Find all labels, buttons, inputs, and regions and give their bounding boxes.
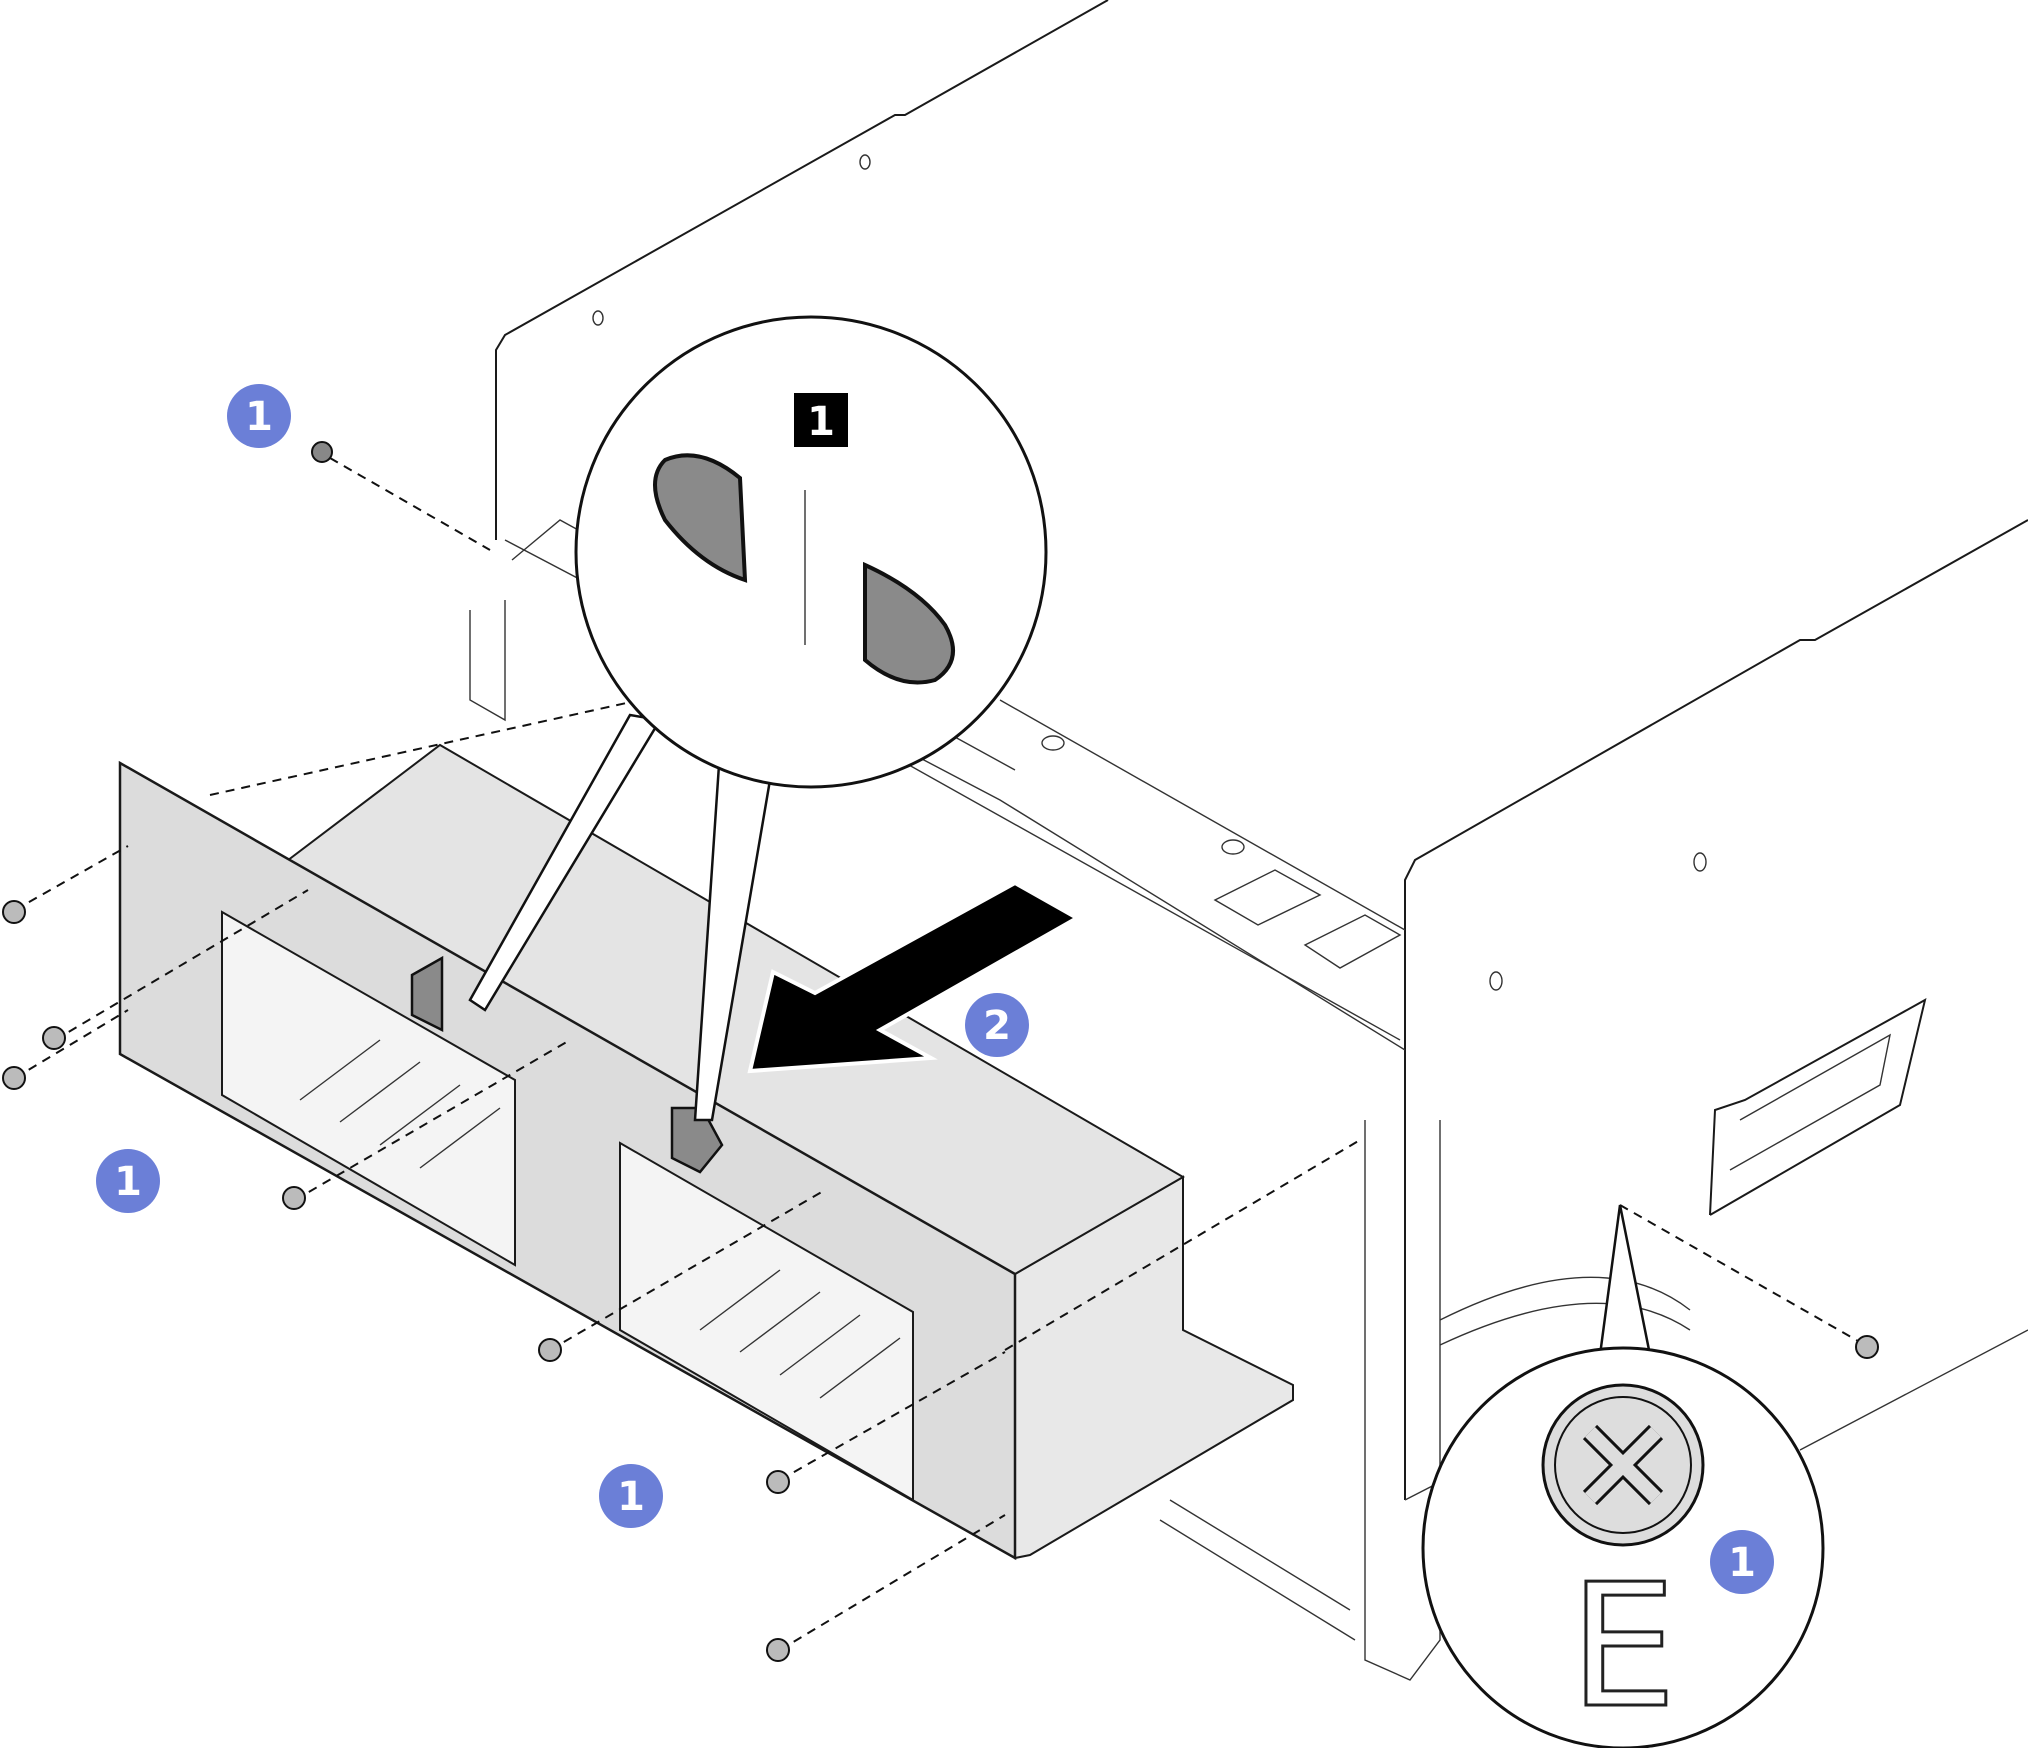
svg-text:1: 1 [1728, 1540, 1756, 1586]
callout-1c: 1 [599, 1464, 663, 1528]
arrow-icon [747, 880, 1082, 1074]
callout-1a: 1 [227, 384, 291, 448]
screw-icon [766, 1470, 790, 1494]
screw-icon [282, 1186, 306, 1210]
detail-view-screw-mark: E [1421, 1204, 1825, 1748]
chassis [469, 0, 2028, 1681]
magnifier-icon [1421, 1346, 1825, 1748]
callout-1d: 1 [1710, 1530, 1774, 1594]
screws [2, 441, 1879, 1662]
screw-mark-label: E [1569, 1548, 1676, 1746]
screw-icon [766, 1638, 790, 1662]
svg-text:1: 1 [617, 1474, 645, 1520]
svg-text:1: 1 [114, 1159, 142, 1205]
tabs-label-box [794, 393, 848, 447]
svg-text:1: 1 [245, 394, 273, 440]
tabs-label: 1 [807, 399, 835, 445]
detail-view-tabs: 1 [468, 315, 1048, 1122]
magnifier-icon [574, 315, 1048, 789]
screw-icon [538, 1338, 562, 1362]
screw-icon [1855, 1335, 1879, 1359]
screw-icon [2, 1066, 26, 1090]
callout-1b: 1 [96, 1149, 160, 1213]
drive-cage [118, 743, 1294, 1561]
screw-icon [42, 1026, 66, 1050]
callout-2: 2 [965, 993, 1029, 1057]
svg-text:2: 2 [983, 1003, 1011, 1049]
screw-icon [311, 441, 333, 463]
screw-paths [14, 457, 1866, 1651]
screw-icon [2, 900, 26, 924]
